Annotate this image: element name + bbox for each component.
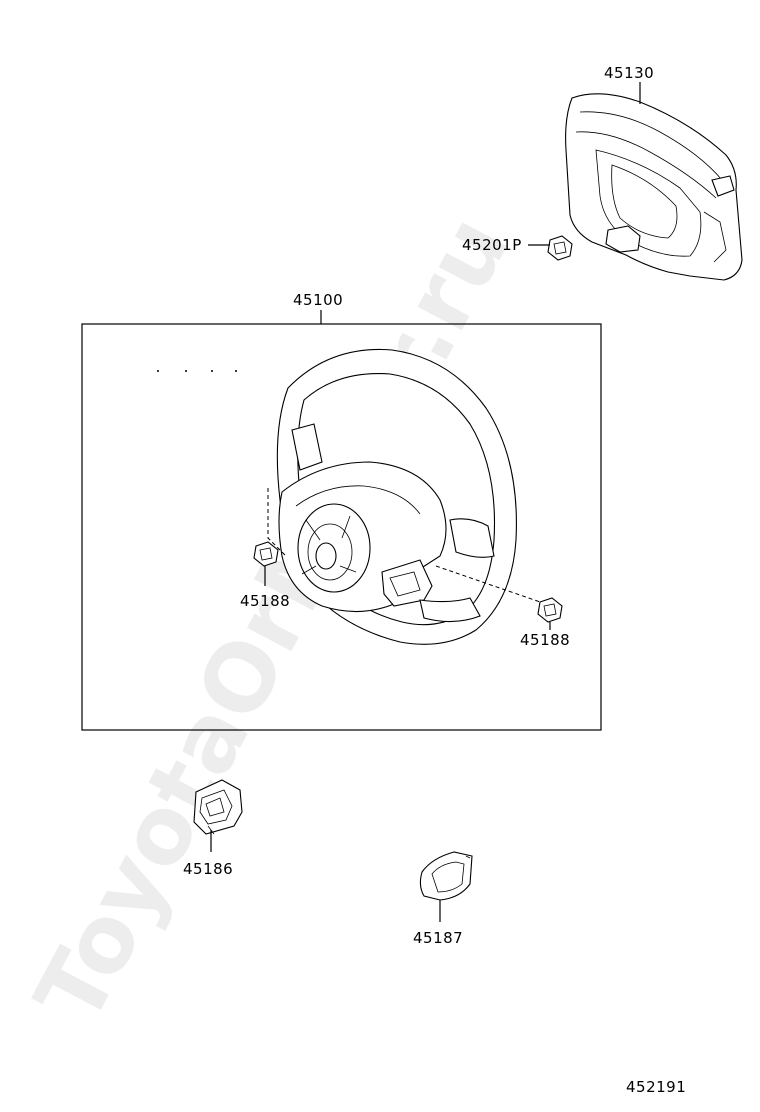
cover-lower-part [419,851,473,901]
part-label-45100: 45100 [293,291,343,309]
pad-bolt-part [547,235,573,261]
screw-left-part [253,541,279,567]
part-label-45201p: 45201P [462,236,522,254]
dashed-guide-left [267,488,287,557]
cover-left-part [193,779,243,835]
part-label-45187: 45187 [413,929,463,947]
steering-wheel-part [276,348,517,645]
part-label-45130: 45130 [604,64,654,82]
assembly-frame [81,323,602,731]
dashed-guide-right [435,565,547,605]
part-label-45188-left: 45188 [240,592,290,610]
part-label-45188-right: 45188 [520,631,570,649]
part-label-45186: 45186 [183,860,233,878]
screw-right-part [537,597,563,623]
reference-dots [157,370,237,372]
figure-number: 452191 [626,1078,686,1096]
horn-pad-part [565,93,743,281]
